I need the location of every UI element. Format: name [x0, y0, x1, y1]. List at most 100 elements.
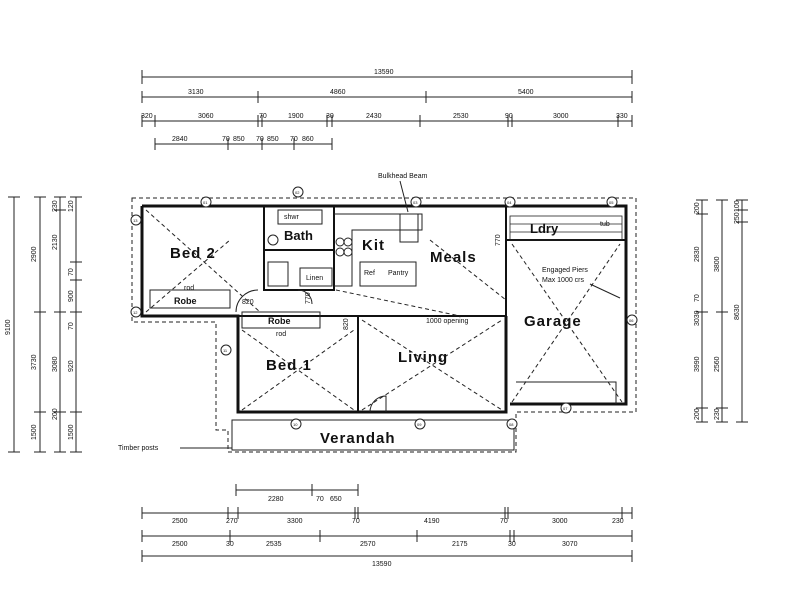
dim-left-c2-d: 200: [52, 408, 59, 420]
room-label-living: Living: [398, 349, 448, 366]
dim-bot-r1-3: 70: [352, 518, 360, 525]
room-label-robe-bed1: Robe: [268, 316, 291, 326]
dim-right-c2-b: 2560: [714, 356, 721, 372]
room-label-bed2: Bed 2: [170, 245, 216, 262]
dim-top-r3-4: 850: [267, 136, 279, 143]
note-door-770b: 770: [495, 234, 502, 246]
note-max-spacing: Max 1000 crs: [542, 277, 585, 284]
dim-top-r2-2: 70: [259, 113, 267, 120]
post-marker-label: 12: [133, 310, 138, 315]
post-marker-label: 08: [509, 422, 514, 427]
dim-bot-r2-2: 2535: [266, 541, 282, 548]
dim-top-r2-4: 30: [326, 113, 334, 120]
note-door-770a: 770: [305, 292, 312, 304]
building-walls: [131, 197, 637, 453]
dim-top-r3-3: 70: [256, 136, 264, 143]
note-door-820b: 820: [343, 318, 350, 330]
dim-top-r2-3: 1900: [288, 113, 304, 120]
top-dimensions: 13590 3130 4860 5400 320 3060 70 1900 30…: [141, 69, 633, 150]
dim-bot-r2-5: 30: [508, 541, 516, 548]
post-marker-label: 07: [563, 406, 568, 411]
dim-bot-r0-b: 70: [316, 496, 324, 503]
dim-bot-r1-4: 4190: [424, 518, 440, 525]
note-rod-bed1: rod: [276, 331, 286, 338]
room-label-ref: Ref: [364, 270, 375, 277]
dim-right-c2-a: 3800: [714, 256, 721, 272]
post-marker-label: 13: [133, 218, 138, 223]
dim-left-c1-c: 1500: [31, 424, 38, 440]
dim-left-c3-c: 900: [68, 290, 75, 302]
room-label-linen: Linen: [306, 275, 323, 282]
dim-top-r2-7: 90: [505, 113, 513, 120]
note-timber-posts: Timber posts: [118, 445, 159, 452]
dim-left-c1-b: 3730: [31, 354, 38, 370]
post-marker-label: 10: [293, 422, 298, 427]
dim-top-r2-9: 330: [616, 113, 628, 120]
post-marker-label: 04: [507, 200, 512, 205]
dim-top-r3-6: 860: [302, 136, 314, 143]
post-marker-label: 02: [295, 190, 300, 195]
room-label-ldry: Ldry: [530, 221, 559, 236]
note-engaged-piers: Engaged Piers: [542, 267, 588, 274]
note-bulkhead-beam: Bulkhead Beam: [378, 173, 428, 180]
dim-bot-r1-5: 70: [500, 518, 508, 525]
dim-top-r2-0: 320: [141, 113, 153, 120]
dim-top-r3-5: 70: [290, 136, 298, 143]
dim-bot-r2-3: 2570: [360, 541, 376, 548]
dim-right-c1-f: 200: [694, 408, 701, 420]
dim-right-c1-c: 70: [694, 294, 701, 302]
dim-bot-r1-1: 270: [226, 518, 238, 525]
dim-left-c3-f: 1500: [68, 424, 75, 440]
dim-left-c3-a: 120: [68, 200, 75, 212]
dim-right-c1-a: 200: [694, 202, 701, 214]
dim-top-r2-5: 2430: [366, 113, 382, 120]
right-dimensions: 200 2830 70 3030 3990 200 3800 2560 230 …: [694, 199, 748, 423]
dim-bot-r2-1: 30: [226, 541, 234, 548]
dim-right-c3-b: 250: [734, 212, 741, 224]
dim-left-overall: 9100: [5, 319, 12, 335]
dim-bot-r1-7: 230: [612, 518, 624, 525]
dim-right-c2-c: 230: [714, 408, 721, 420]
post-marker-label: 05: [609, 200, 614, 205]
dim-left-c1-a: 2900: [31, 246, 38, 262]
room-label-robe-top: Robe: [174, 296, 197, 306]
room-label-garage: Garage: [524, 313, 582, 330]
note-opening: 1000 opening: [426, 318, 469, 325]
dim-right-c3-a: 100: [734, 200, 741, 212]
dim-top-r1-c: 5400: [518, 89, 534, 96]
post-marker-label: 06: [629, 318, 634, 323]
note-ldry-tub: tub: [600, 221, 610, 228]
room-label-kit: Kit: [362, 237, 385, 254]
post-marker-label: 01: [203, 200, 208, 205]
dim-top-r3-0: 2840: [172, 136, 188, 143]
dim-right-c1-d: 3030: [694, 310, 701, 326]
dim-bot-r1-2: 3300: [287, 518, 303, 525]
dim-bot-r1-0: 2500: [172, 518, 188, 525]
dim-left-c2-a: 230: [52, 200, 59, 212]
dim-top-r2-8: 3000: [553, 113, 569, 120]
dim-top-r1-b: 4860: [330, 89, 346, 96]
dim-right-c1-e: 3990: [694, 356, 701, 372]
note-door-820: 820: [242, 299, 254, 306]
dim-left-c2-b: 2130: [52, 234, 59, 250]
room-label-meals: Meals: [430, 249, 477, 266]
room-label-bath: Bath: [284, 228, 313, 243]
dim-right-c3-c: 8630: [734, 304, 741, 320]
dim-left-c3-b: 70: [68, 268, 75, 276]
dim-bot-r0-c: 650: [330, 496, 342, 503]
dim-bot-r1-6: 3000: [552, 518, 568, 525]
room-label-verandah: Verandah: [320, 430, 396, 447]
bottom-dimensions: 2280 70 650 2500 270 3300 70 4190 70 300…: [141, 484, 633, 568]
dim-top-r2-6: 2530: [453, 113, 469, 120]
dim-bot-r2-6: 3070: [562, 541, 578, 548]
dim-bot-r2-0: 2500: [172, 541, 188, 548]
dim-top-r2-1: 3060: [198, 113, 214, 120]
dim-left-c2-c: 3080: [52, 356, 59, 372]
dim-top-r3-1: 70: [222, 136, 230, 143]
post-marker-label: 03: [413, 200, 418, 205]
dim-bot-r2-4: 2175: [452, 541, 468, 548]
dim-left-c3-e: 920: [68, 360, 75, 372]
dim-bot-overall: 13590: [372, 561, 392, 568]
